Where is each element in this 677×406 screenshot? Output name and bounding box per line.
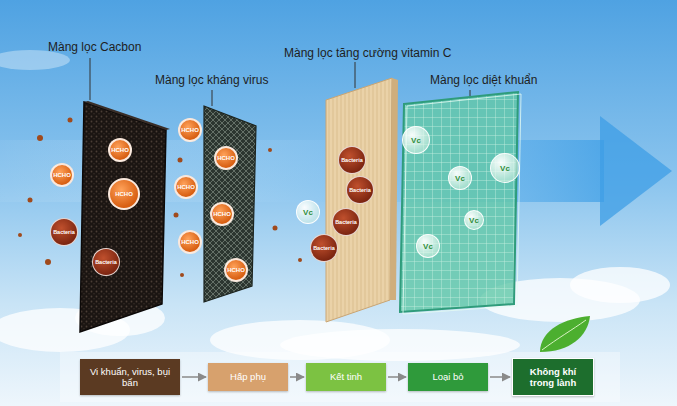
- vitamin-bubble: Vc: [448, 166, 472, 190]
- filter-label: Màng lọc tăng cường vitamin C: [284, 46, 451, 60]
- process-box: Hấp phụ: [208, 363, 288, 391]
- vitamin-bubble: Vc: [464, 210, 484, 230]
- particle-bubble: HCHO: [178, 118, 202, 142]
- bacteria-bubble: Bacteria: [332, 208, 360, 236]
- process-box: Loại bỏ: [408, 363, 488, 391]
- filter-label: Màng lọc kháng virus: [155, 73, 268, 87]
- vitamin-bubble: Vc: [416, 234, 440, 258]
- bacteria-bubble: Bacteria: [338, 146, 366, 174]
- filter-label: Màng lọc diệt khuẩn: [430, 73, 537, 87]
- bacteria-bubble: Bacteria: [50, 218, 78, 246]
- bubble-text: HCHO: [181, 127, 199, 133]
- bubble-text: HCHO: [227, 267, 245, 273]
- bubble-text: Vc: [500, 164, 510, 173]
- flow-arrow: [388, 376, 406, 378]
- particle-bubble: HCHO: [210, 202, 234, 226]
- box-text: Vi khuẩn, virus, bụi bẩn: [86, 366, 174, 389]
- particle-bubble: HCHO: [50, 163, 74, 187]
- bacteria-bubble: Bacteria: [310, 234, 338, 262]
- process-box: Vi khuẩn, virus, bụi bẩn: [80, 359, 180, 395]
- process-box: Kết tinh: [306, 363, 386, 391]
- bubble-text: Vc: [411, 136, 421, 145]
- bubble-text: Vc: [303, 208, 313, 217]
- bubble-text: HCHO: [111, 147, 129, 153]
- vitamin-bubble: Vc: [402, 126, 430, 154]
- bubble-text: HCHO: [177, 184, 195, 190]
- bubble-text: Bacteria: [313, 245, 335, 251]
- filter-label: Màng lọc Cacbon: [48, 40, 141, 54]
- particle-bubble: HCHO: [108, 138, 132, 162]
- bubble-text: HCHO: [217, 155, 235, 161]
- bubble-text: HCHO: [213, 211, 231, 217]
- box-text: Không khí trong lành: [519, 366, 587, 389]
- result-box: Không khí trong lành: [512, 358, 594, 396]
- bubble-text: Bacteria: [53, 229, 75, 235]
- flow-arrow: [182, 376, 206, 378]
- flow-arrow: [490, 376, 510, 378]
- bubble-text: Bacteria: [95, 259, 117, 265]
- bubble-text: HCHO: [53, 172, 71, 178]
- particle-bubble: HCHO: [174, 175, 198, 199]
- bacteria-bubble: Bacteria: [92, 248, 120, 276]
- bubble-text: Bacteria: [335, 219, 357, 225]
- bacteria-bubble: Bacteria: [346, 176, 374, 204]
- bubble-text: HCHO: [115, 191, 133, 197]
- bubble-text: Bacteria: [341, 157, 363, 163]
- particle-bubble: HCHO: [224, 258, 248, 282]
- bubble-text: HCHO: [181, 239, 199, 245]
- box-text: Hấp phụ: [230, 371, 266, 382]
- bubble-text: Vc: [469, 216, 479, 225]
- particle-bubble: HCHO: [178, 230, 202, 254]
- vitamin-bubble: Vc: [296, 200, 320, 224]
- bubble-text: Vc: [423, 242, 433, 251]
- flow-arrow: [290, 376, 304, 378]
- bubble-text: Vc: [455, 174, 465, 183]
- box-text: Loại bỏ: [432, 371, 463, 382]
- vitamin-bubble: Vc: [490, 153, 520, 183]
- bubble-text: Bacteria: [349, 187, 371, 193]
- particle-bubble: HCHO: [108, 178, 140, 210]
- particle-bubble: HCHO: [214, 146, 238, 170]
- box-text: Kết tinh: [330, 371, 362, 382]
